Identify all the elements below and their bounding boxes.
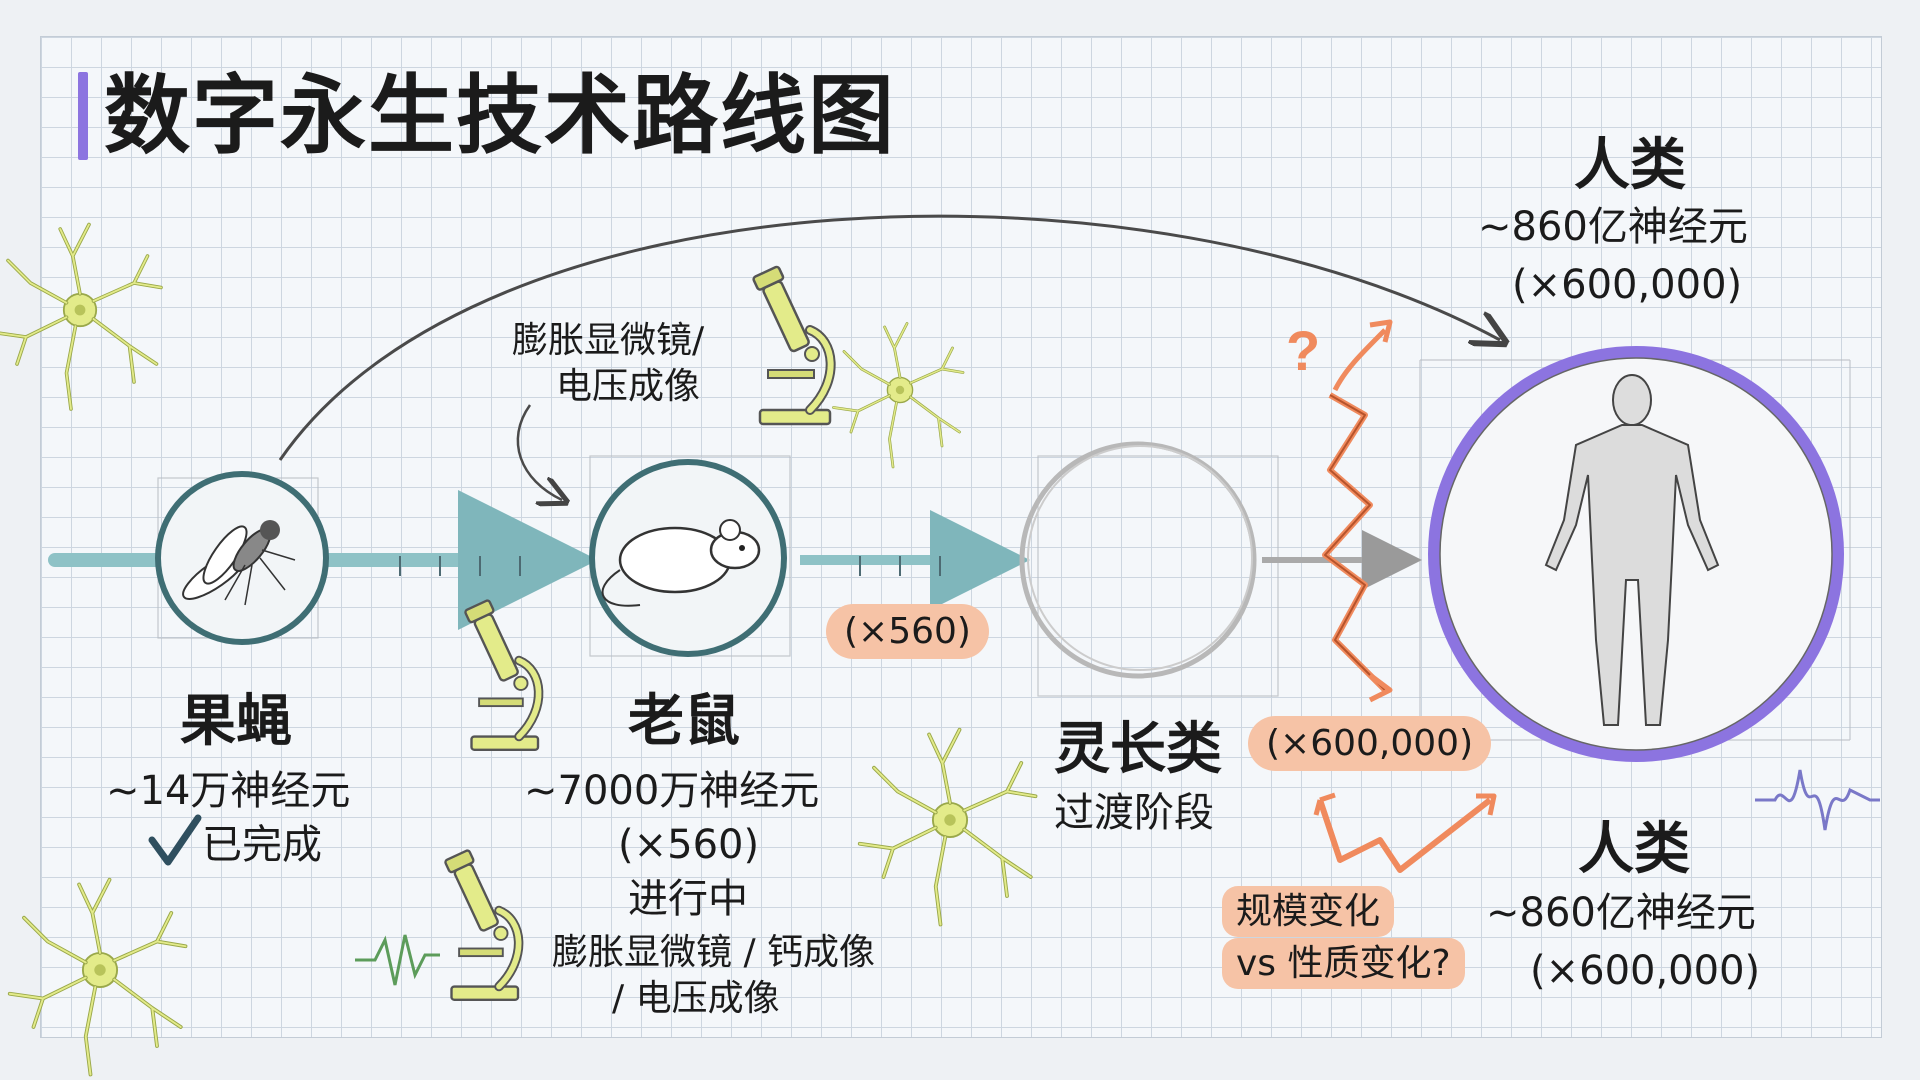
neuron-icon <box>0 222 163 411</box>
checkmark-icon <box>148 814 202 866</box>
stage-fruitfly-neurons: ~14万神经元 <box>106 768 351 814</box>
scale-vs-quality-line2: vs 性质变化? <box>1222 938 1465 990</box>
stage-fruitfly-status: 已完成 <box>202 822 322 868</box>
scale-vs-quality-line1: 规模变化 <box>1222 886 1395 938</box>
title-accent-bar <box>78 72 88 160</box>
waveform-icon <box>1755 769 1880 831</box>
stage-mouse-status: 进行中 <box>628 876 748 922</box>
human-top-name: 人类 <box>1574 133 1686 198</box>
stage-human-multiplier: (×600,000) <box>1530 948 1761 994</box>
primate-placeholder-circle <box>1019 441 1257 679</box>
primate-multiplier-badge: (×600,000) <box>1248 716 1492 772</box>
leap-arrow <box>278 214 1500 461</box>
microscope-icon <box>753 266 831 424</box>
microscope-note-line2: 电压成像 <box>556 366 701 407</box>
neuron-icon <box>832 322 965 469</box>
stage-mouse-methods-line2: / 电压成像 <box>612 978 780 1019</box>
human-top-multiplier: (×600,000) <box>1512 262 1743 308</box>
stage-primate-subtitle: 过渡阶段 <box>1054 790 1214 836</box>
question-mark: ? <box>1286 319 1320 382</box>
stage-human-neurons: ~860亿神经元 <box>1486 890 1756 936</box>
microscope-note-arrow <box>516 404 562 500</box>
microscope-icon <box>465 600 539 750</box>
microscope-note-line1: 膨胀显微镜/ <box>512 320 705 361</box>
stage-mouse-multiplier: (×560) <box>618 822 760 868</box>
stage-mouse-name: 老鼠 <box>628 689 740 754</box>
human-figure-icon <box>1428 346 1844 762</box>
growth-zigzag <box>1313 319 1497 873</box>
waveform-icon <box>355 934 440 986</box>
stage-human-name: 人类 <box>1578 817 1690 882</box>
page-title: 数字永生技术路线图 <box>104 66 896 166</box>
microscope-icon <box>445 850 519 1000</box>
fruit-fly-icon <box>155 471 329 645</box>
neuron-icon <box>7 877 188 1077</box>
human-top-neurons: ~860亿神经元 <box>1478 204 1748 250</box>
neuron-icon <box>857 727 1038 927</box>
stage-fruitfly-name: 果蝇 <box>180 689 292 754</box>
stage-mouse-methods-line1: 膨胀显微镜 / 钙成像 <box>552 932 876 973</box>
mouse-icon <box>589 459 787 657</box>
mouse-multiplier-badge: (×560) <box>826 604 989 660</box>
stage-primate-name: 灵长类 <box>1054 717 1222 782</box>
stage-mouse-neurons: ~7000万神经元 <box>524 768 820 814</box>
